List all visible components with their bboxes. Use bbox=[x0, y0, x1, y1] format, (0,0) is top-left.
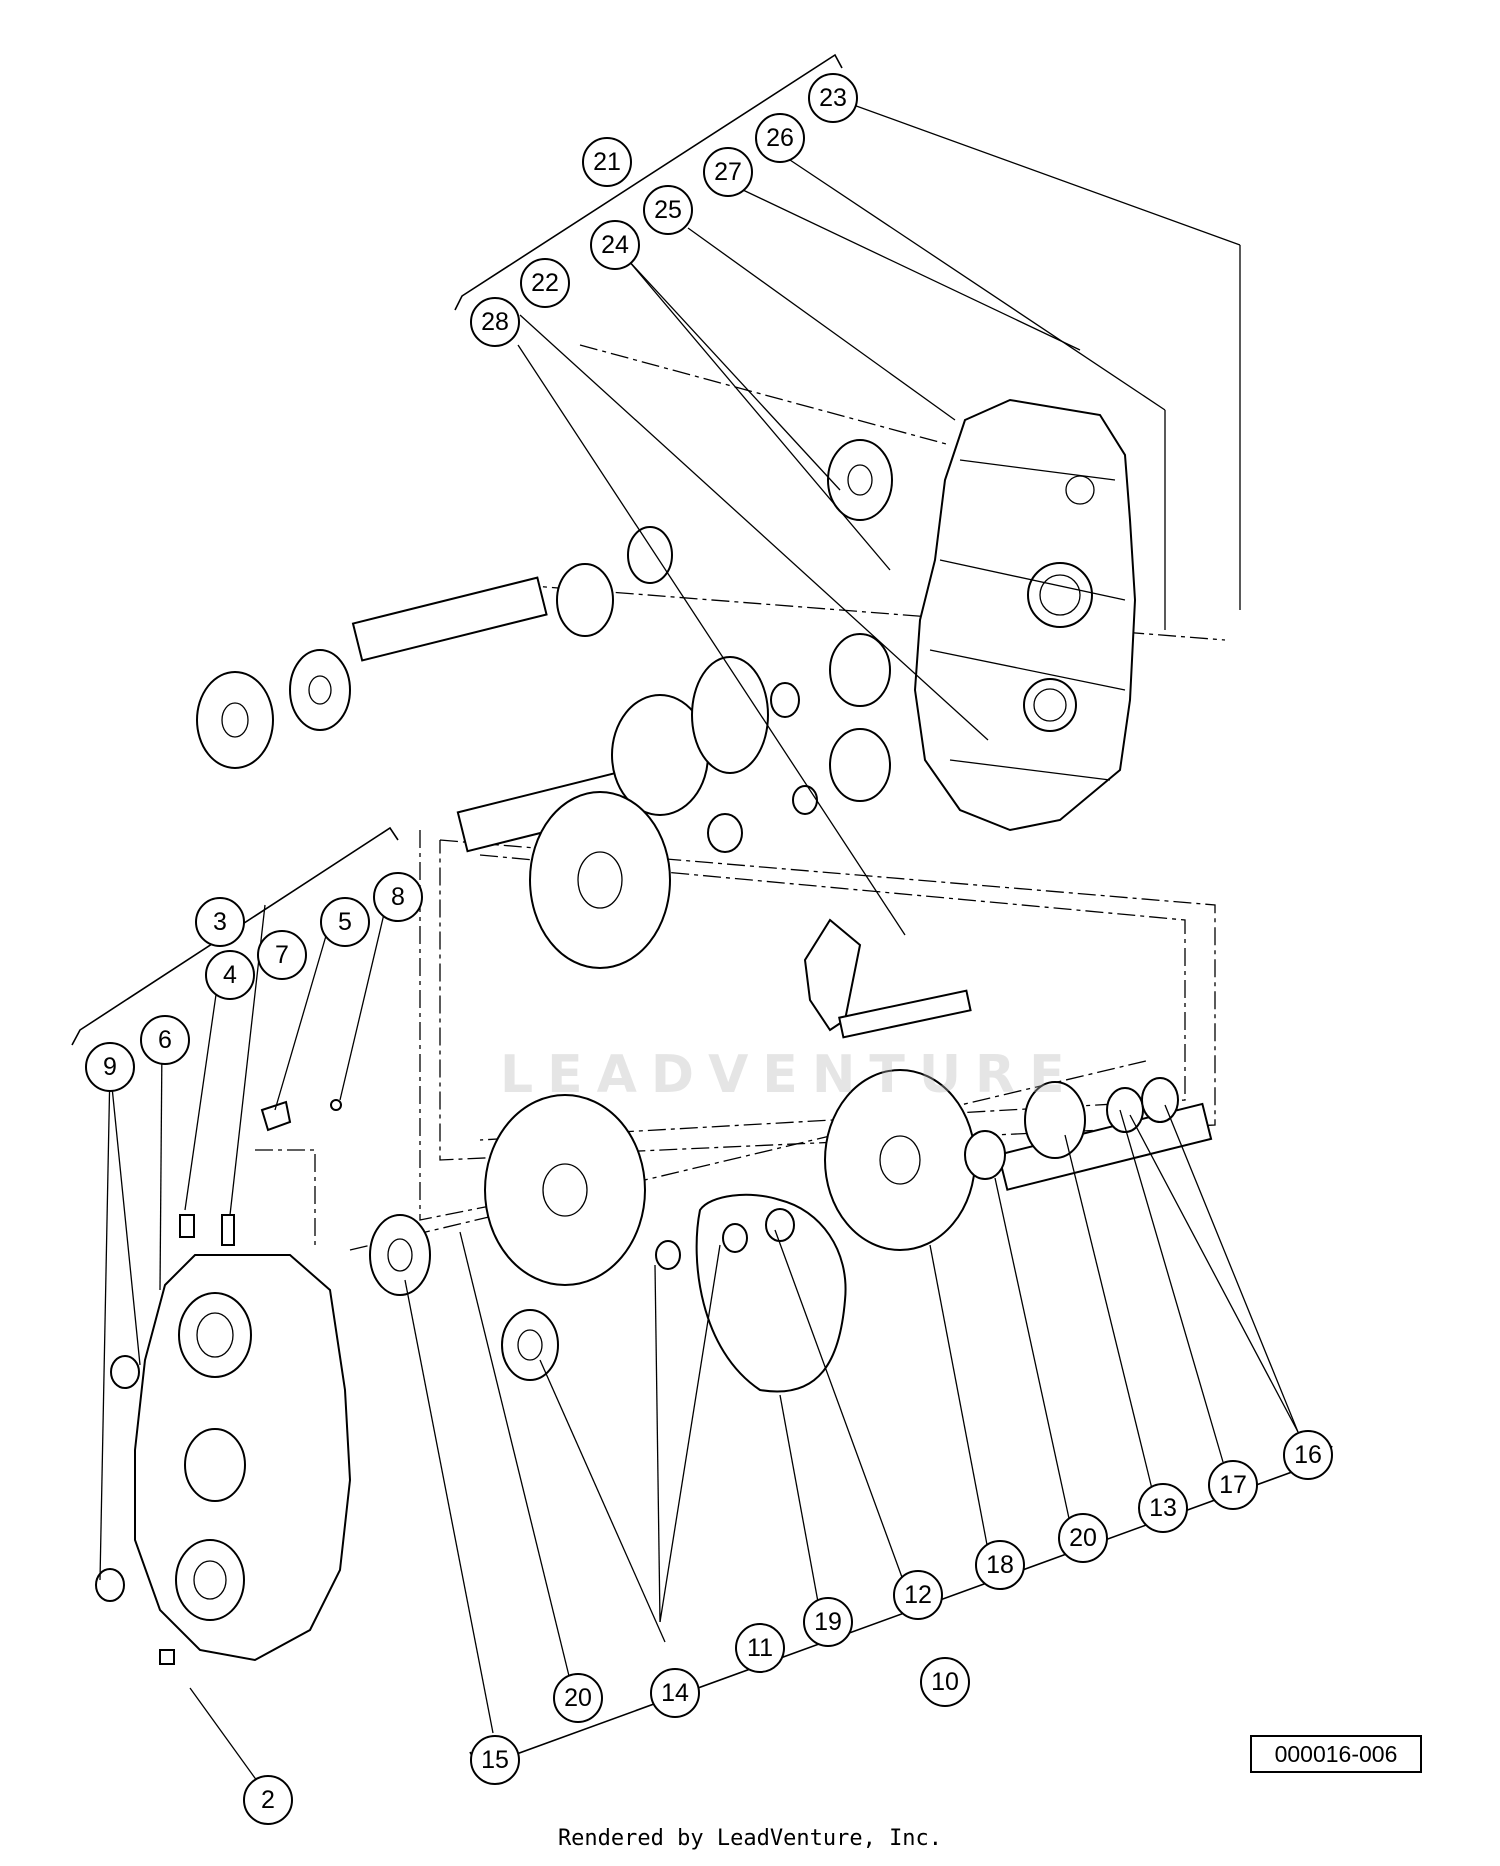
callout-7: 7 bbox=[257, 930, 307, 980]
svg-text:24: 24 bbox=[601, 231, 629, 259]
callout-27: 27 bbox=[703, 147, 753, 197]
svg-text:23: 23 bbox=[819, 84, 847, 112]
callout-11: 11 bbox=[735, 1623, 785, 1673]
callout-28: 28 bbox=[470, 297, 520, 347]
svg-text:20: 20 bbox=[1069, 1524, 1097, 1552]
housing-link-frame bbox=[255, 1149, 316, 1250]
svg-text:27: 27 bbox=[714, 158, 742, 186]
callout-3: 3 bbox=[195, 897, 245, 947]
svg-text:26: 26 bbox=[766, 124, 794, 152]
footer-credit: Rendered by LeadVenture, Inc. bbox=[557, 1826, 943, 1851]
callout-23: 23 bbox=[808, 73, 858, 123]
svg-text:2: 2 bbox=[261, 1786, 275, 1814]
svg-text:7: 7 bbox=[275, 941, 289, 969]
upper-shaft-assembly bbox=[196, 439, 893, 769]
upper-housing-cover bbox=[913, 398, 1137, 832]
svg-text:4: 4 bbox=[223, 961, 237, 989]
svg-text:17: 17 bbox=[1219, 1471, 1247, 1499]
callout-6: 6 bbox=[140, 1015, 190, 1065]
middle-gear-cluster bbox=[456, 633, 972, 1039]
callout-25: 25 bbox=[643, 185, 693, 235]
callout-24: 24 bbox=[590, 220, 640, 270]
callout-20-lower: 20 bbox=[553, 1673, 603, 1723]
callout-26: 26 bbox=[755, 113, 805, 163]
callout-2: 2 bbox=[243, 1775, 293, 1825]
group-bracket-21 bbox=[454, 53, 843, 311]
leader-lines bbox=[99, 102, 1299, 1786]
svg-text:3: 3 bbox=[213, 908, 227, 936]
callout-14: 14 bbox=[650, 1668, 700, 1718]
svg-text:19: 19 bbox=[814, 1608, 842, 1636]
callout-20-right: 20 bbox=[1058, 1513, 1108, 1563]
lower-shaft-assembly bbox=[369, 1069, 1213, 1393]
svg-text:10: 10 bbox=[931, 1668, 959, 1696]
svg-text:6: 6 bbox=[158, 1026, 172, 1054]
callout-9: 9 bbox=[85, 1042, 135, 1092]
callout-12: 12 bbox=[893, 1570, 943, 1620]
callout-22: 22 bbox=[520, 258, 570, 308]
svg-text:16: 16 bbox=[1294, 1441, 1322, 1469]
svg-text:13: 13 bbox=[1149, 1494, 1177, 1522]
callout-10: 10 bbox=[920, 1657, 970, 1707]
callout-15: 15 bbox=[470, 1735, 520, 1785]
lower-housing bbox=[95, 1099, 352, 1665]
callout-16: 16 bbox=[1283, 1430, 1333, 1480]
svg-text:15: 15 bbox=[481, 1746, 509, 1774]
svg-text:12: 12 bbox=[904, 1581, 932, 1609]
callout-8: 8 bbox=[373, 872, 423, 922]
svg-text:20: 20 bbox=[564, 1684, 592, 1712]
callout-21: 21 bbox=[582, 137, 632, 187]
svg-text:14: 14 bbox=[661, 1679, 689, 1707]
svg-text:22: 22 bbox=[531, 269, 559, 297]
callout-19: 19 bbox=[803, 1597, 853, 1647]
watermark-text: LEADVENTURE bbox=[500, 1045, 1079, 1105]
callout-18: 18 bbox=[975, 1540, 1025, 1590]
axis-line-lower bbox=[349, 1059, 1151, 1251]
svg-text:8: 8 bbox=[391, 883, 405, 911]
svg-text:28: 28 bbox=[481, 308, 509, 336]
drawing-number: 000016-006 bbox=[1250, 1735, 1422, 1773]
svg-text:9: 9 bbox=[103, 1053, 117, 1081]
callout-17: 17 bbox=[1208, 1460, 1258, 1510]
svg-text:25: 25 bbox=[654, 196, 682, 224]
svg-text:21: 21 bbox=[593, 148, 621, 176]
callout-5: 5 bbox=[320, 897, 370, 947]
callout-4: 4 bbox=[205, 950, 255, 1000]
svg-text:11: 11 bbox=[747, 1634, 773, 1662]
svg-text:18: 18 bbox=[986, 1551, 1014, 1579]
callout-13: 13 bbox=[1138, 1483, 1188, 1533]
svg-text:5: 5 bbox=[338, 908, 352, 936]
shift-fork-frame bbox=[439, 839, 1216, 1161]
axis-line-upper bbox=[579, 344, 951, 446]
